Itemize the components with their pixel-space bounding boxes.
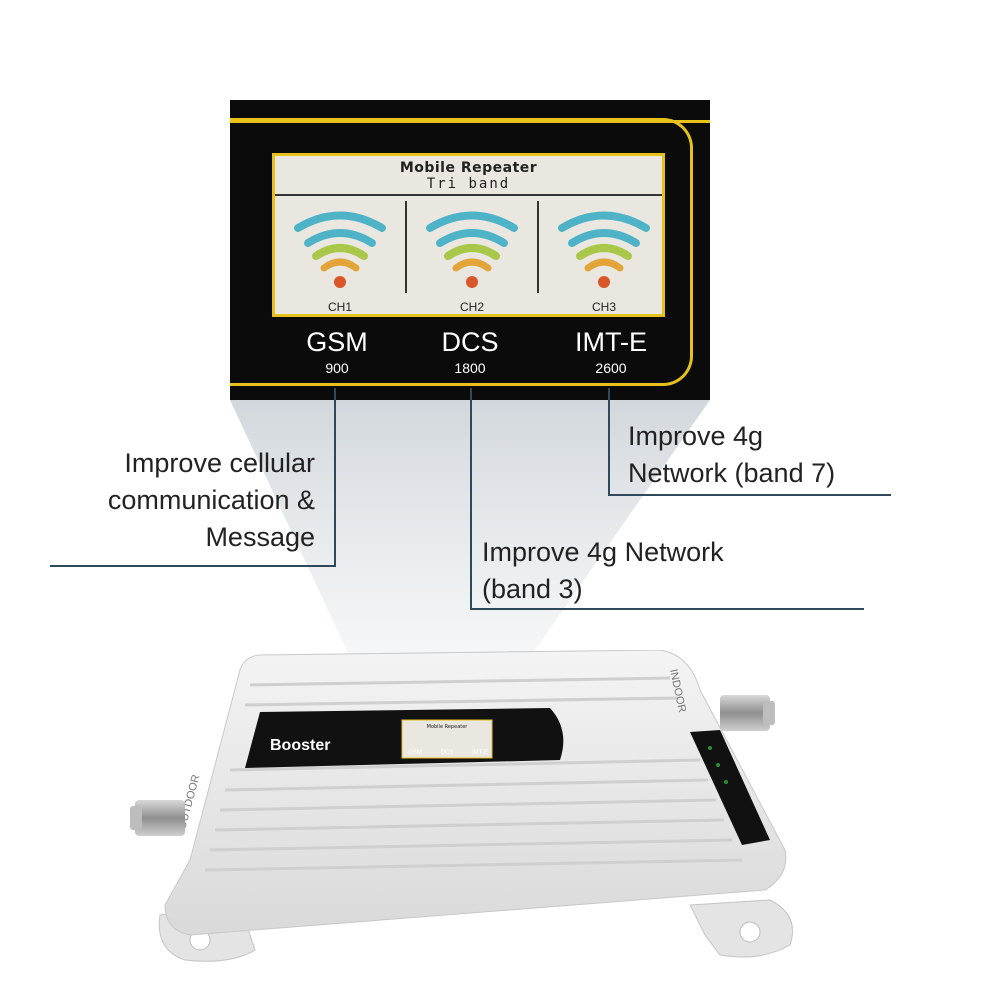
device-mini-title: Mobile Repeater (427, 724, 469, 730)
outdoor-connector (130, 800, 185, 836)
signal-icon (294, 211, 386, 288)
band-name-imt: IMT-E (575, 327, 647, 357)
callout-gsm-line: Improve cellular (124, 448, 315, 478)
callout-line-imt-vertical (608, 388, 610, 496)
band-freq-dcs: 1800 (454, 360, 486, 376)
channel-1: CH1 (275, 196, 405, 316)
callout-gsm-line: Message (205, 522, 315, 552)
lcd-column-divider (537, 201, 539, 293)
signal-icon (558, 211, 650, 288)
channel-label: CH3 (591, 300, 616, 314)
callout-gsm-line: communication & (107, 485, 315, 515)
callout-imt-line: Network (band 7) (628, 458, 836, 488)
lcd-screen: Mobile Repeater Tri band CH1 CH2 (272, 153, 665, 317)
band-freq-imt: 2600 (595, 360, 627, 376)
callout-dcs: Improve 4g Network (band 3) (482, 534, 862, 608)
panel-outline-top (230, 120, 710, 123)
band-name-gsm: GSM (306, 327, 368, 357)
channel-label: CH1 (327, 300, 352, 314)
signal-icon (426, 211, 518, 288)
lcd-divider-line (275, 194, 662, 196)
booster-device: Booster Mobile Repeater GSM DCS IMT-E OU… (130, 650, 793, 962)
device-mini-band: DCS (441, 750, 454, 756)
callout-line-imt-horizontal (608, 494, 891, 496)
callout-dcs-line: Improve 4g Network (482, 537, 724, 567)
callout-gsm: Improve cellular communication & Message (40, 445, 315, 556)
band-freq-gsm: 900 (325, 360, 349, 376)
channel-3: CH3 (539, 196, 669, 316)
channel-2: CH2 (407, 196, 537, 316)
lcd-title: Mobile Repeater (399, 160, 538, 176)
callout-dcs-line: (band 3) (482, 574, 583, 604)
device-mini-band: GSM (408, 750, 422, 756)
lcd-column-divider (405, 201, 407, 293)
callout-imt-line: Improve 4g (628, 421, 764, 451)
callout-line-dcs-vertical (470, 388, 472, 610)
indoor-connector (720, 695, 775, 731)
channel-label: CH2 (459, 300, 484, 314)
callout-imt: Improve 4g Network (band 7) (628, 418, 928, 492)
display-panel-zoom: Mobile Repeater Tri band CH1 CH2 (230, 100, 710, 400)
device-brand: Booster (270, 737, 330, 754)
device-mini-band: IMT-E (472, 750, 488, 756)
callout-line-dcs-horizontal (470, 608, 864, 610)
panel-outline (230, 118, 693, 386)
callout-line-gsm-vertical (334, 388, 336, 566)
callout-line-gsm-horizontal (50, 565, 336, 567)
lcd-subtitle: Tri band (426, 176, 511, 192)
band-name-dcs: DCS (441, 327, 499, 357)
